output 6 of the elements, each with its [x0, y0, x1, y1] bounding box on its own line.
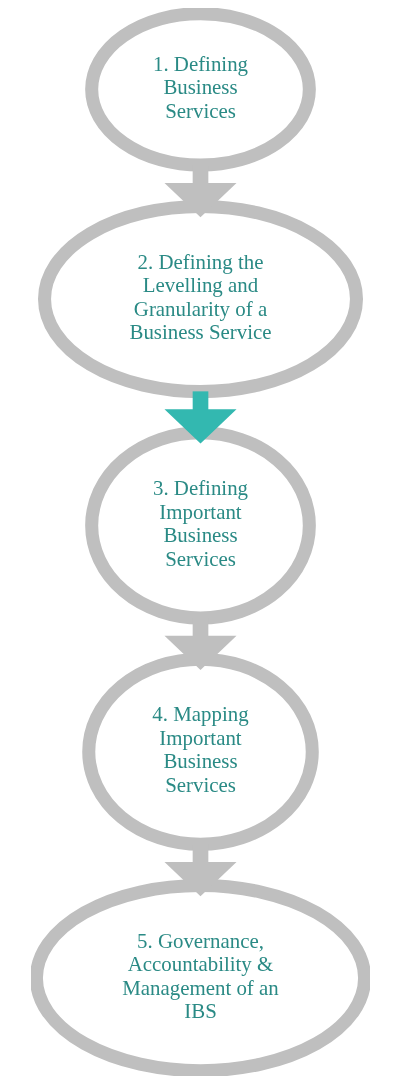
node-ellipse: 4. Mapping Important Business Services [81, 652, 319, 851]
node-ellipse: 2. Defining the Levelling and Granularity of a Business Service [37, 199, 363, 399]
node-ellipse: 1. Defining Business Services [84, 8, 316, 172]
node-ellipse: 3. Defining Important Business Services [84, 426, 316, 625]
arrow [163, 391, 237, 444]
node-ellipse: 5. Governance, Accountability & Management of an IBS [30, 879, 370, 1076]
